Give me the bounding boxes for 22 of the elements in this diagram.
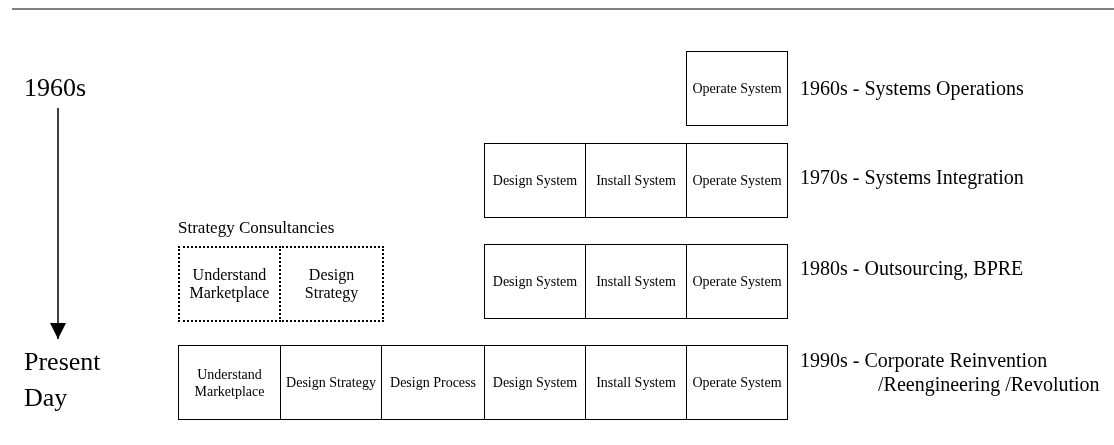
era-label: 1970s - Systems Integration [800,165,1025,189]
era-label: 1960s - Systems Operations [800,76,1025,100]
process-box: Design System [484,345,586,420]
timeline-arrow [50,107,66,340]
dotted-process-box: Design Strategy [279,246,384,322]
group-heading: Strategy Consultancies [178,218,336,238]
process-box: Design System [484,143,586,218]
timeline-label: 1960s [24,70,114,106]
process-box: Install System [585,143,687,218]
process-box: Operate System [686,143,788,218]
process-box: Understand Marketplace [178,345,281,420]
process-box: Install System [585,345,687,420]
process-box: Design Process [381,345,485,420]
process-box: Operate System [686,51,788,126]
era-label: 1990s - Corporate Reinvention /Reengineering /Revolution [800,348,1101,396]
process-box: Design Strategy [280,345,382,420]
process-box: Operate System [686,345,788,420]
process-box: Design System [484,244,586,319]
era-label: 1980s - Outsourcing, BPRE [800,256,1025,280]
process-box: Install System [585,244,687,319]
timeline-label: Present Day [24,343,134,417]
process-box: Operate System [686,244,788,319]
